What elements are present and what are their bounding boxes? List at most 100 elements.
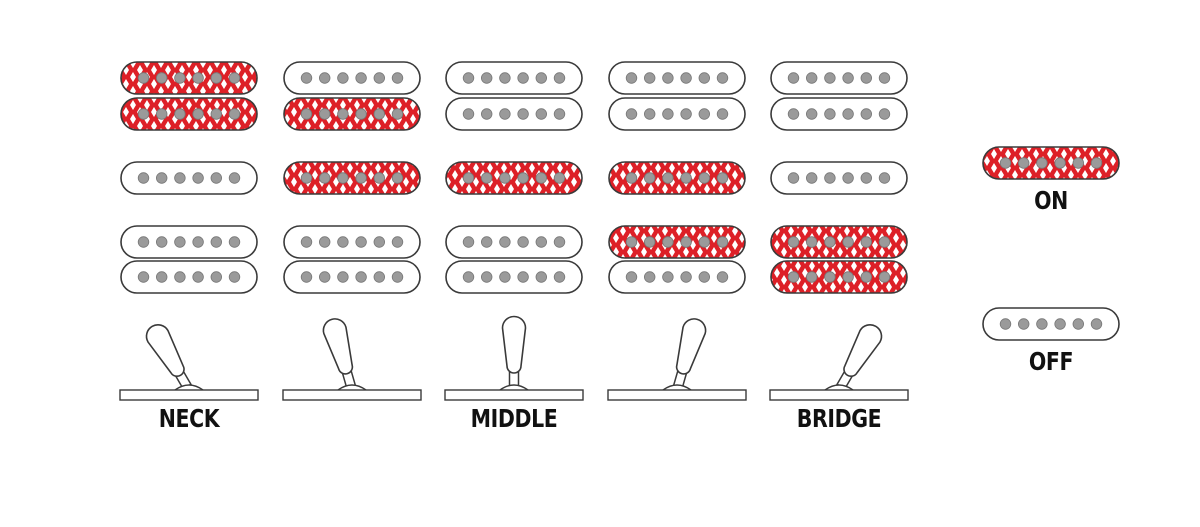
- pole-piece: [878, 172, 891, 184]
- pole-piece: [1090, 157, 1103, 169]
- pole-piece: [499, 72, 511, 84]
- bridge-humbucker-coil-2: [283, 260, 421, 294]
- pole-piece: [174, 172, 186, 184]
- pole-piece: [481, 271, 493, 283]
- pole-piece: [662, 236, 674, 248]
- bridge-humbucker-coil-1: [608, 225, 746, 259]
- pole-piece: [517, 236, 529, 248]
- pole-piece: [806, 108, 818, 120]
- pole-piece: [228, 172, 241, 184]
- pole-piece: [625, 236, 638, 248]
- pole-piece: [787, 271, 800, 283]
- pole-piece: [319, 172, 331, 184]
- pole-piece: [355, 271, 367, 283]
- pole-piece: [174, 271, 186, 283]
- pole-piece: [228, 271, 241, 283]
- pole-piece: [192, 72, 204, 84]
- pole-piece: [698, 108, 711, 120]
- pole-piece: [155, 172, 168, 184]
- pole-piece: [625, 72, 638, 84]
- pole-piece: [1018, 157, 1030, 169]
- neck-humbucker-coil-1: [770, 61, 908, 95]
- pole-piece: [337, 271, 349, 283]
- pole-piece: [625, 108, 638, 120]
- pole-piece: [644, 172, 656, 184]
- pole-piece: [625, 172, 638, 184]
- selector-switch-1: [119, 324, 259, 401]
- pole-piece: [1072, 318, 1085, 330]
- pole-piece: [662, 271, 674, 283]
- pole-piece: [999, 318, 1012, 330]
- pole-piece: [391, 172, 404, 184]
- pole-piece: [391, 108, 404, 120]
- pole-piece: [481, 108, 493, 120]
- pole-piece: [373, 108, 386, 120]
- pole-piece: [355, 236, 367, 248]
- pole-piece: [462, 72, 475, 84]
- pole-piece: [999, 157, 1012, 169]
- bridge-humbucker-coil-2: [770, 260, 908, 294]
- pole-piece: [680, 172, 692, 184]
- pole-piece: [860, 172, 873, 184]
- pole-piece: [824, 236, 836, 248]
- pole-piece: [155, 271, 168, 283]
- pole-piece: [355, 72, 367, 84]
- pole-piece: [391, 236, 404, 248]
- pole-piece: [842, 172, 854, 184]
- neck-humbucker-coil-1: [608, 61, 746, 95]
- pole-piece: [625, 271, 638, 283]
- pole-piece: [662, 108, 674, 120]
- middle-single-coil: [608, 161, 746, 195]
- pole-piece: [1090, 318, 1103, 330]
- pole-piece: [716, 172, 729, 184]
- pole-piece: [644, 236, 656, 248]
- pole-piece: [373, 172, 386, 184]
- legend-on-label: ON: [1034, 186, 1068, 215]
- neck-humbucker-coil-2: [283, 97, 421, 131]
- pole-piece: [1036, 157, 1048, 169]
- pole-piece: [860, 108, 873, 120]
- pole-piece: [842, 72, 854, 84]
- pole-piece: [860, 271, 873, 283]
- selector-switch-2: [282, 318, 422, 401]
- pole-piece: [517, 172, 529, 184]
- pole-piece: [824, 108, 836, 120]
- neck-humbucker-coil-2: [770, 97, 908, 131]
- pole-piece: [391, 72, 404, 84]
- pole-piece: [355, 108, 367, 120]
- pole-piece: [228, 108, 241, 120]
- pole-piece: [698, 236, 711, 248]
- pole-piece: [824, 72, 836, 84]
- bridge-humbucker-coil-1: [120, 225, 258, 259]
- neck-humbucker-coil-2: [445, 97, 583, 131]
- selector-switch-4: [607, 318, 747, 401]
- position-label-1: NECK: [158, 404, 220, 433]
- pole-piece: [1036, 318, 1048, 330]
- pole-piece: [806, 236, 818, 248]
- pole-piece: [481, 236, 493, 248]
- bridge-humbucker-coil-2: [120, 260, 258, 294]
- pole-piece: [698, 271, 711, 283]
- pole-piece: [462, 172, 475, 184]
- pole-piece: [517, 108, 529, 120]
- middle-single-coil: [283, 161, 421, 195]
- pole-piece: [300, 108, 313, 120]
- pole-piece: [644, 72, 656, 84]
- position-label-3: MIDDLE: [470, 404, 558, 433]
- pole-piece: [878, 72, 891, 84]
- neck-humbucker-coil-1: [120, 61, 258, 95]
- bridge-humbucker-coil-1: [283, 225, 421, 259]
- pole-piece: [662, 172, 674, 184]
- neck-humbucker-coil-1: [283, 61, 421, 95]
- pole-piece: [535, 172, 548, 184]
- bridge-humbucker-coil-1: [445, 225, 583, 259]
- pole-piece: [716, 236, 729, 248]
- pole-piece: [355, 172, 367, 184]
- pole-piece: [842, 108, 854, 120]
- pole-piece: [499, 236, 511, 248]
- pole-piece: [300, 172, 313, 184]
- pole-piece: [680, 271, 692, 283]
- pole-piece: [1054, 318, 1066, 330]
- middle-single-coil: [120, 161, 258, 195]
- pole-piece: [644, 108, 656, 120]
